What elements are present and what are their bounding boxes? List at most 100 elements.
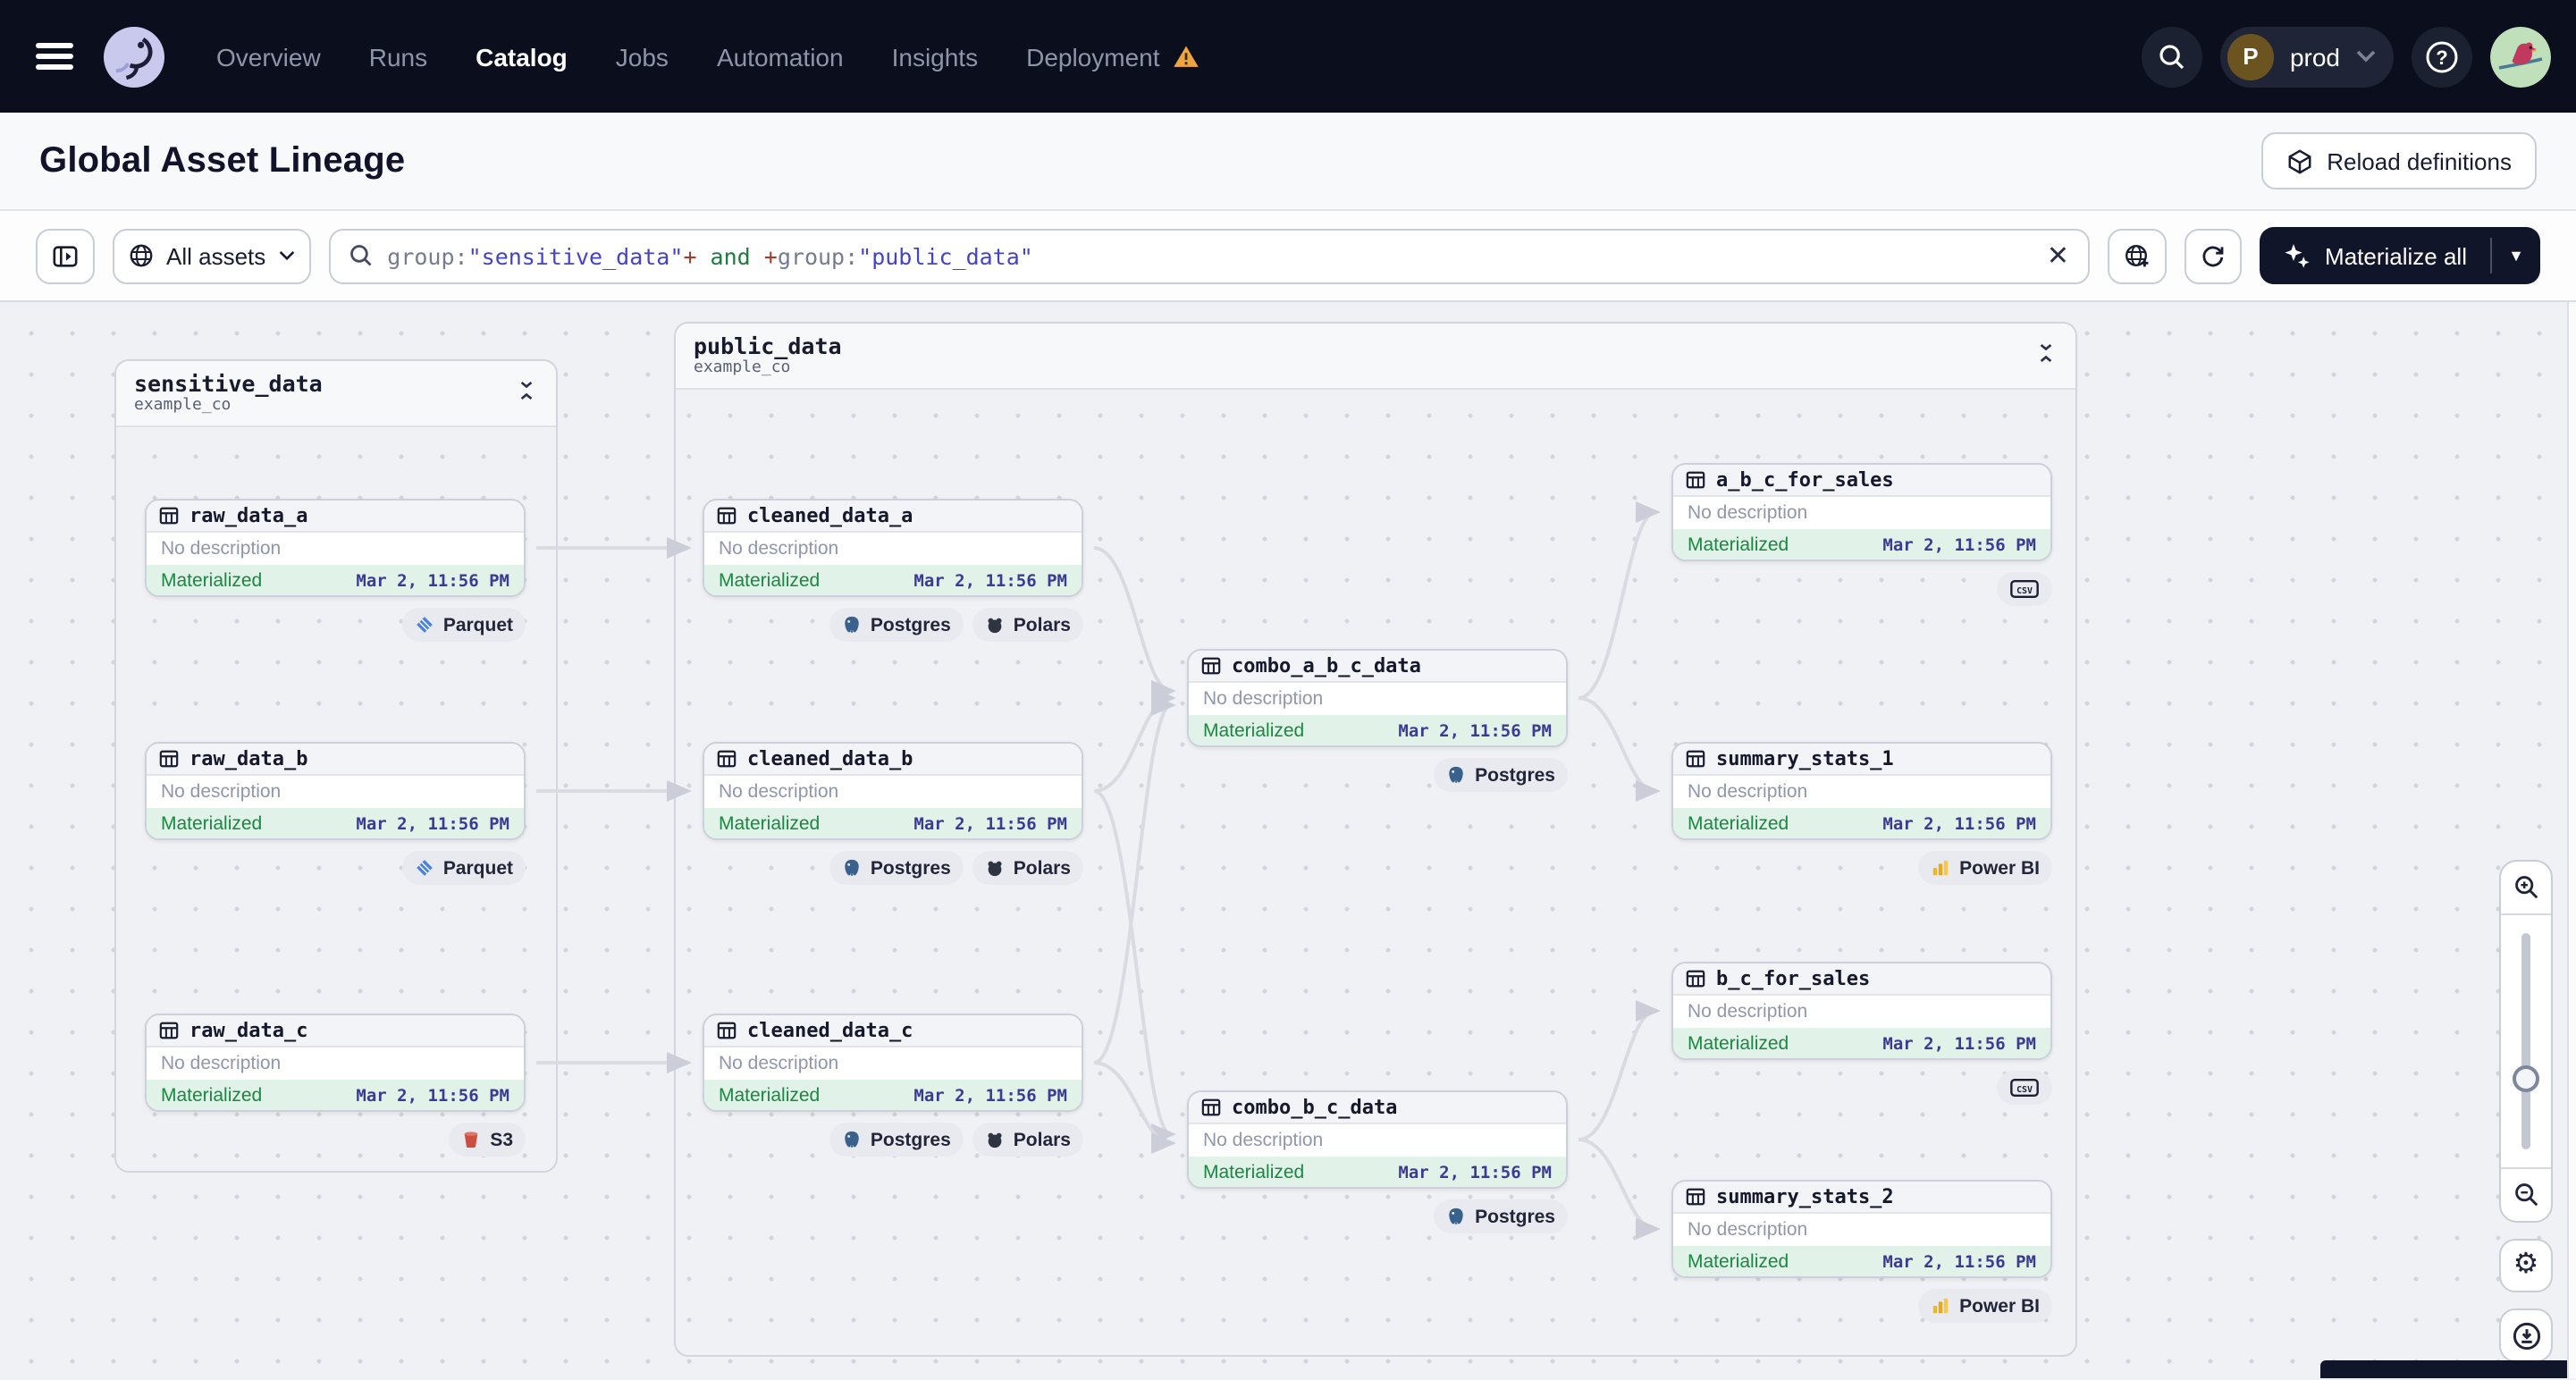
materialized-timestamp: Mar 2, 11:56 PM (356, 571, 509, 591)
user-avatar[interactable] (2490, 26, 2551, 87)
graph-settings-icon[interactable]: ⚙ (2499, 1239, 2553, 1292)
materialized-status-label: Materialized (719, 1085, 821, 1107)
search-icon[interactable] (2141, 26, 2202, 87)
group-titles: sensitive_data example_co (134, 370, 323, 415)
csv-icon: CSV (2009, 1078, 2040, 1098)
asset-kind-tags: Postgres (1187, 758, 1568, 792)
asset-node-summary_stats_2[interactable]: summary_stats_2 No description Materiali… (1671, 1180, 2052, 1278)
asset-status-row: Materialized Mar 2, 11:56 PM (704, 565, 1082, 595)
asset-name: a_b_c_for_sales (1716, 468, 1894, 492)
help-icon[interactable]: ? (2412, 26, 2472, 87)
kind-tag-postgres[interactable]: Postgres (1434, 1199, 1568, 1233)
kind-tag-power-bi[interactable]: Power BI (1918, 1289, 2052, 1323)
kind-tag-postgres[interactable]: Postgres (829, 1123, 964, 1157)
asset-kind-tags: S3 (145, 1123, 526, 1157)
zoom-slider[interactable] (2501, 915, 2551, 1167)
deployment-switcher[interactable]: P prod (2219, 26, 2394, 87)
nav-item-overview[interactable]: Overview (216, 42, 321, 71)
asset-group-sensitive_data: sensitive_data example_co (114, 359, 558, 1173)
asset-kind-tags: Parquet (145, 851, 526, 885)
asset-status-row: Materialized Mar 2, 11:56 PM (1673, 529, 2050, 560)
page-title: Global Asset Lineage (39, 140, 406, 180)
scrollbar-track[interactable] (2567, 302, 2576, 1378)
zoom-in-icon[interactable] (2501, 862, 2551, 915)
globe-add-icon (2123, 242, 2150, 269)
asset-node-cleaned_data_b[interactable]: cleaned_data_b No description Materializ… (703, 742, 1083, 840)
table-icon (1686, 470, 1705, 490)
kind-tag-label: S3 (490, 1129, 513, 1150)
reload-definitions-button[interactable]: Reload definitions (2260, 132, 2537, 189)
asset-node-raw_data_c[interactable]: raw_data_c No description Materialized M… (145, 1014, 526, 1112)
table-icon (1686, 749, 1705, 769)
kind-tag-postgres[interactable]: Postgres (829, 851, 964, 885)
lineage-graph[interactable]: ⚙ sensitive_data example_co public_data … (0, 302, 2576, 1378)
kind-tag-polars[interactable]: Polars (972, 851, 1083, 885)
materialize-options-button[interactable]: ▼ (2492, 227, 2540, 284)
materialized-timestamp: Mar 2, 11:56 PM (1882, 535, 2036, 555)
asset-name: summary_stats_2 (1716, 1185, 1894, 1208)
asset-node-a_b_c_for_sales[interactable]: a_b_c_for_sales No description Materiali… (1671, 463, 2052, 561)
kind-tag-polars[interactable]: Polars (972, 608, 1083, 642)
query-segment-value: "sensitive_data" (467, 242, 684, 269)
nav-item-insights[interactable]: Insights (892, 42, 979, 71)
materialized-status-label: Materialized (161, 813, 263, 835)
asset-name: raw_data_c (189, 1019, 308, 1042)
kind-tag-postgres[interactable]: Postgres (1434, 758, 1568, 792)
kind-tag-polars[interactable]: Polars (972, 1123, 1083, 1157)
kind-tag-csv[interactable]: CSV (1997, 1071, 2052, 1105)
kind-tag-label: Parquet (442, 614, 513, 635)
kind-tag-parquet[interactable]: Parquet (401, 608, 526, 642)
toggle-left-panel-button[interactable] (36, 228, 95, 283)
kind-tag-parquet[interactable]: Parquet (401, 851, 526, 885)
asset-node-header: summary_stats_2 (1673, 1182, 2050, 1214)
view-groups-button[interactable] (2107, 228, 2167, 283)
nav-item-catalog[interactable]: Catalog (476, 42, 568, 71)
nav-item-label: Catalog (476, 42, 568, 71)
asset-group-public_data: public_data example_co (674, 322, 2077, 1357)
hamburger-menu-icon[interactable] (36, 43, 73, 70)
refresh-button[interactable] (2184, 228, 2242, 283)
materialized-status-label: Materialized (161, 1085, 263, 1107)
asset-node-cleaned_data_a[interactable]: cleaned_data_a No description Materializ… (703, 499, 1083, 597)
table-icon (1686, 1187, 1705, 1207)
nav-item-runs[interactable]: Runs (369, 42, 427, 71)
kind-tag-s3[interactable]: S3 (449, 1123, 526, 1157)
asset-kind-tags: Power BI (1671, 1289, 2052, 1323)
materialize-all-button[interactable]: Materialize all (2259, 227, 2490, 284)
kind-tag-power-bi[interactable]: Power BI (1918, 851, 2052, 885)
nav-item-label: Jobs (615, 42, 669, 71)
asset-name: cleaned_data_b (747, 747, 913, 770)
asset-scope-dropdown[interactable]: All assets (113, 228, 311, 283)
kind-tag-label: Postgres (870, 614, 951, 635)
asset-description: No description (1673, 996, 2050, 1028)
collapse-group-icon[interactable] (2034, 338, 2058, 374)
asset-node-combo_b_c_data[interactable]: combo_b_c_data No description Materializ… (1187, 1090, 1568, 1189)
clear-search-icon[interactable]: ✕ (2043, 239, 2073, 273)
asset-node-header: combo_a_b_c_data (1189, 651, 1566, 683)
kind-tag-label: Power BI (1959, 1295, 2040, 1317)
zoom-out-icon[interactable] (2501, 1167, 2551, 1221)
button-divider (2490, 238, 2492, 273)
asset-node-raw_data_a[interactable]: raw_data_a No description Materialized M… (145, 499, 526, 597)
nav-item-jobs[interactable]: Jobs (616, 42, 669, 71)
asset-node-summary_stats_1[interactable]: summary_stats_1 No description Materiali… (1671, 742, 2052, 840)
asset-search-input[interactable]: group:"sensitive_data"+ and +group:"publ… (328, 228, 2090, 283)
chevron-down-icon (2356, 50, 2376, 63)
nav-item-automation[interactable]: Automation (717, 42, 844, 71)
kind-tag-csv[interactable]: CSV (1997, 572, 2052, 606)
kind-tag-postgres[interactable]: Postgres (829, 608, 964, 642)
download-image-icon[interactable] (2499, 1308, 2553, 1362)
zoom-slider-thumb[interactable] (2513, 1065, 2539, 1092)
asset-kind-tags: CSV (1671, 1071, 2052, 1105)
asset-node-raw_data_b[interactable]: raw_data_b No description Materialized M… (145, 742, 526, 840)
nav-item-deployment[interactable]: Deployment (1026, 42, 1199, 71)
chevron-down-icon (278, 250, 294, 261)
asset-node-b_c_for_sales[interactable]: b_c_for_sales No description Materialize… (1671, 962, 2052, 1060)
postgres-icon (1446, 765, 1466, 785)
asset-node-combo_a_b_c_data[interactable]: combo_a_b_c_data No description Material… (1187, 649, 1568, 747)
asset-node-cleaned_data_c[interactable]: cleaned_data_c No description Materializ… (703, 1014, 1083, 1112)
collapse-group-icon[interactable] (515, 375, 538, 411)
materialized-status-label: Materialized (1688, 1033, 1789, 1055)
dagster-logo-icon[interactable] (102, 24, 166, 88)
